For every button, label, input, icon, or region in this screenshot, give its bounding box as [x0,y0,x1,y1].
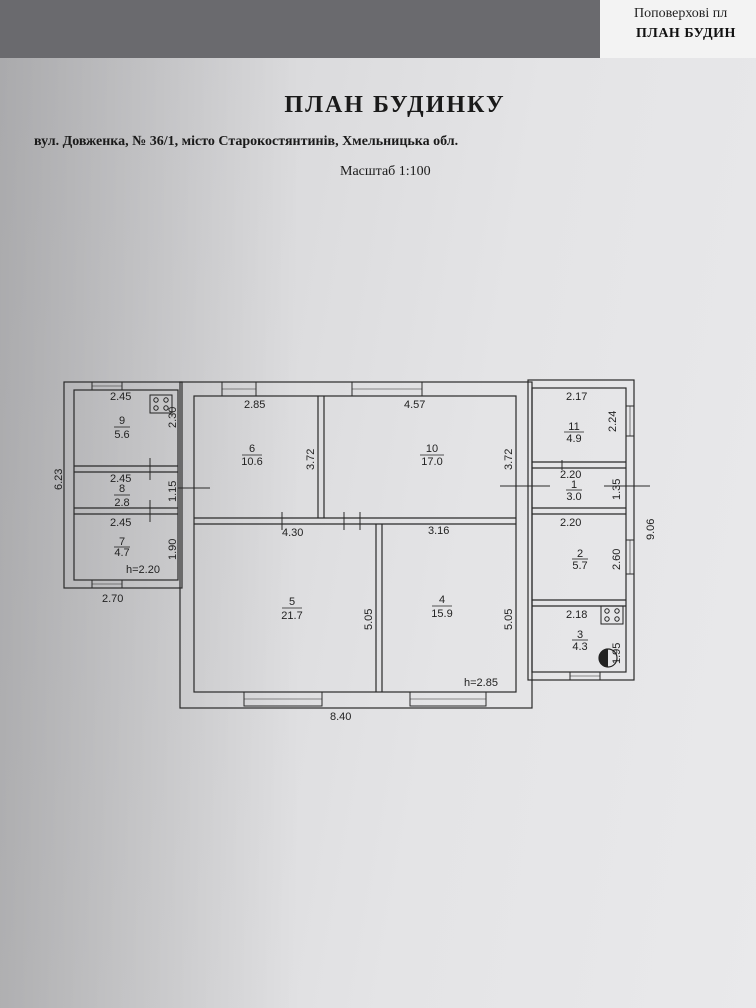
room-5-area: 21.7 [281,610,302,622]
main-outer [179,381,533,709]
room-11-area: 4.9 [566,433,581,445]
room-1-number: 1 [571,479,577,491]
room-4-area: 15.9 [431,608,452,620]
room-10-number: 10 [426,443,438,455]
dim-5-05-b: 5.05 [503,609,515,630]
dim-1-15: 1.15 [167,481,179,502]
room-8-number: 8 [119,483,125,495]
address-line: вул. Довженка, № 36/1, місто Старокостян… [34,134,459,149]
room-9-area: 5.6 [114,429,129,441]
main-inner [193,395,517,693]
room-3-number: 3 [577,629,583,641]
ceiling-height-main: h=2.85 [464,677,498,689]
room-6-area: 10.6 [241,456,262,468]
dim-3-72-b: 3.72 [503,449,515,470]
room-5-number: 5 [289,596,295,608]
dim-3-72-a: 3.72 [305,449,317,470]
room-7-number: 7 [119,536,125,548]
dim-2-45-top: 2.45 [110,391,131,403]
dim-2-18: 2.18 [566,609,587,621]
dim-9-06: 9.06 [645,519,657,540]
stove-icon [600,605,624,625]
dim-2-24: 2.24 [607,411,619,432]
room-2-area: 5.7 [572,560,587,572]
room-1-area: 3.0 [566,491,581,503]
room-8-area: 2.8 [114,497,129,509]
back-sheet-line1: Поповерхові пл [634,6,728,21]
dim-2-45-low: 2.45 [110,517,131,529]
dim-2-45-mid: 2.45 [110,473,131,485]
dim-4-57: 4.57 [404,399,425,411]
dim-3-16: 3.16 [428,525,449,537]
boiler-icon [598,648,618,668]
dim-8-40: 8.40 [330,711,351,723]
back-sheet-line2: ПЛАН БУДИН [636,26,736,41]
dim-2-30: 2.30 [167,407,179,428]
dim-2-20-a: 2.20 [560,469,581,481]
dim-2-20-b: 2.20 [560,517,581,529]
dim-2-70: 2.70 [102,593,123,605]
dim-5-05-a: 5.05 [363,609,375,630]
room-9-number: 9 [119,415,125,427]
dim-2-85: 2.85 [244,399,265,411]
dim-2-17: 2.17 [566,391,587,403]
dim-1-90: 1.90 [167,539,179,560]
dim-4-30: 4.30 [282,527,303,539]
room-2-number: 2 [577,548,583,560]
stove-icon [149,394,173,414]
room-4-number: 4 [439,594,445,606]
ceiling-height-annex: h=2.20 [126,564,160,576]
room-3-area: 4.3 [572,641,587,653]
dim-1-35: 1.35 [611,479,623,500]
scale-label: Масштаб 1:100 [340,164,431,179]
room-11-number: 11 [568,421,579,433]
dim-6-23: 6.23 [53,469,65,490]
plan-sheet [0,58,756,1008]
back-sheet: Поповерхові пл ПЛАН БУДИН [600,0,756,62]
dim-1-95: 1.95 [611,643,623,664]
dim-2-60: 2.60 [611,549,623,570]
room-7-area: 4.7 [114,547,129,559]
left-annex-outer [63,381,183,589]
plan-title: ПЛАН БУДИНКУ [284,92,506,118]
room-10-area: 17.0 [421,456,442,468]
left-annex-inner [73,389,179,581]
room-6-number: 6 [249,443,255,455]
